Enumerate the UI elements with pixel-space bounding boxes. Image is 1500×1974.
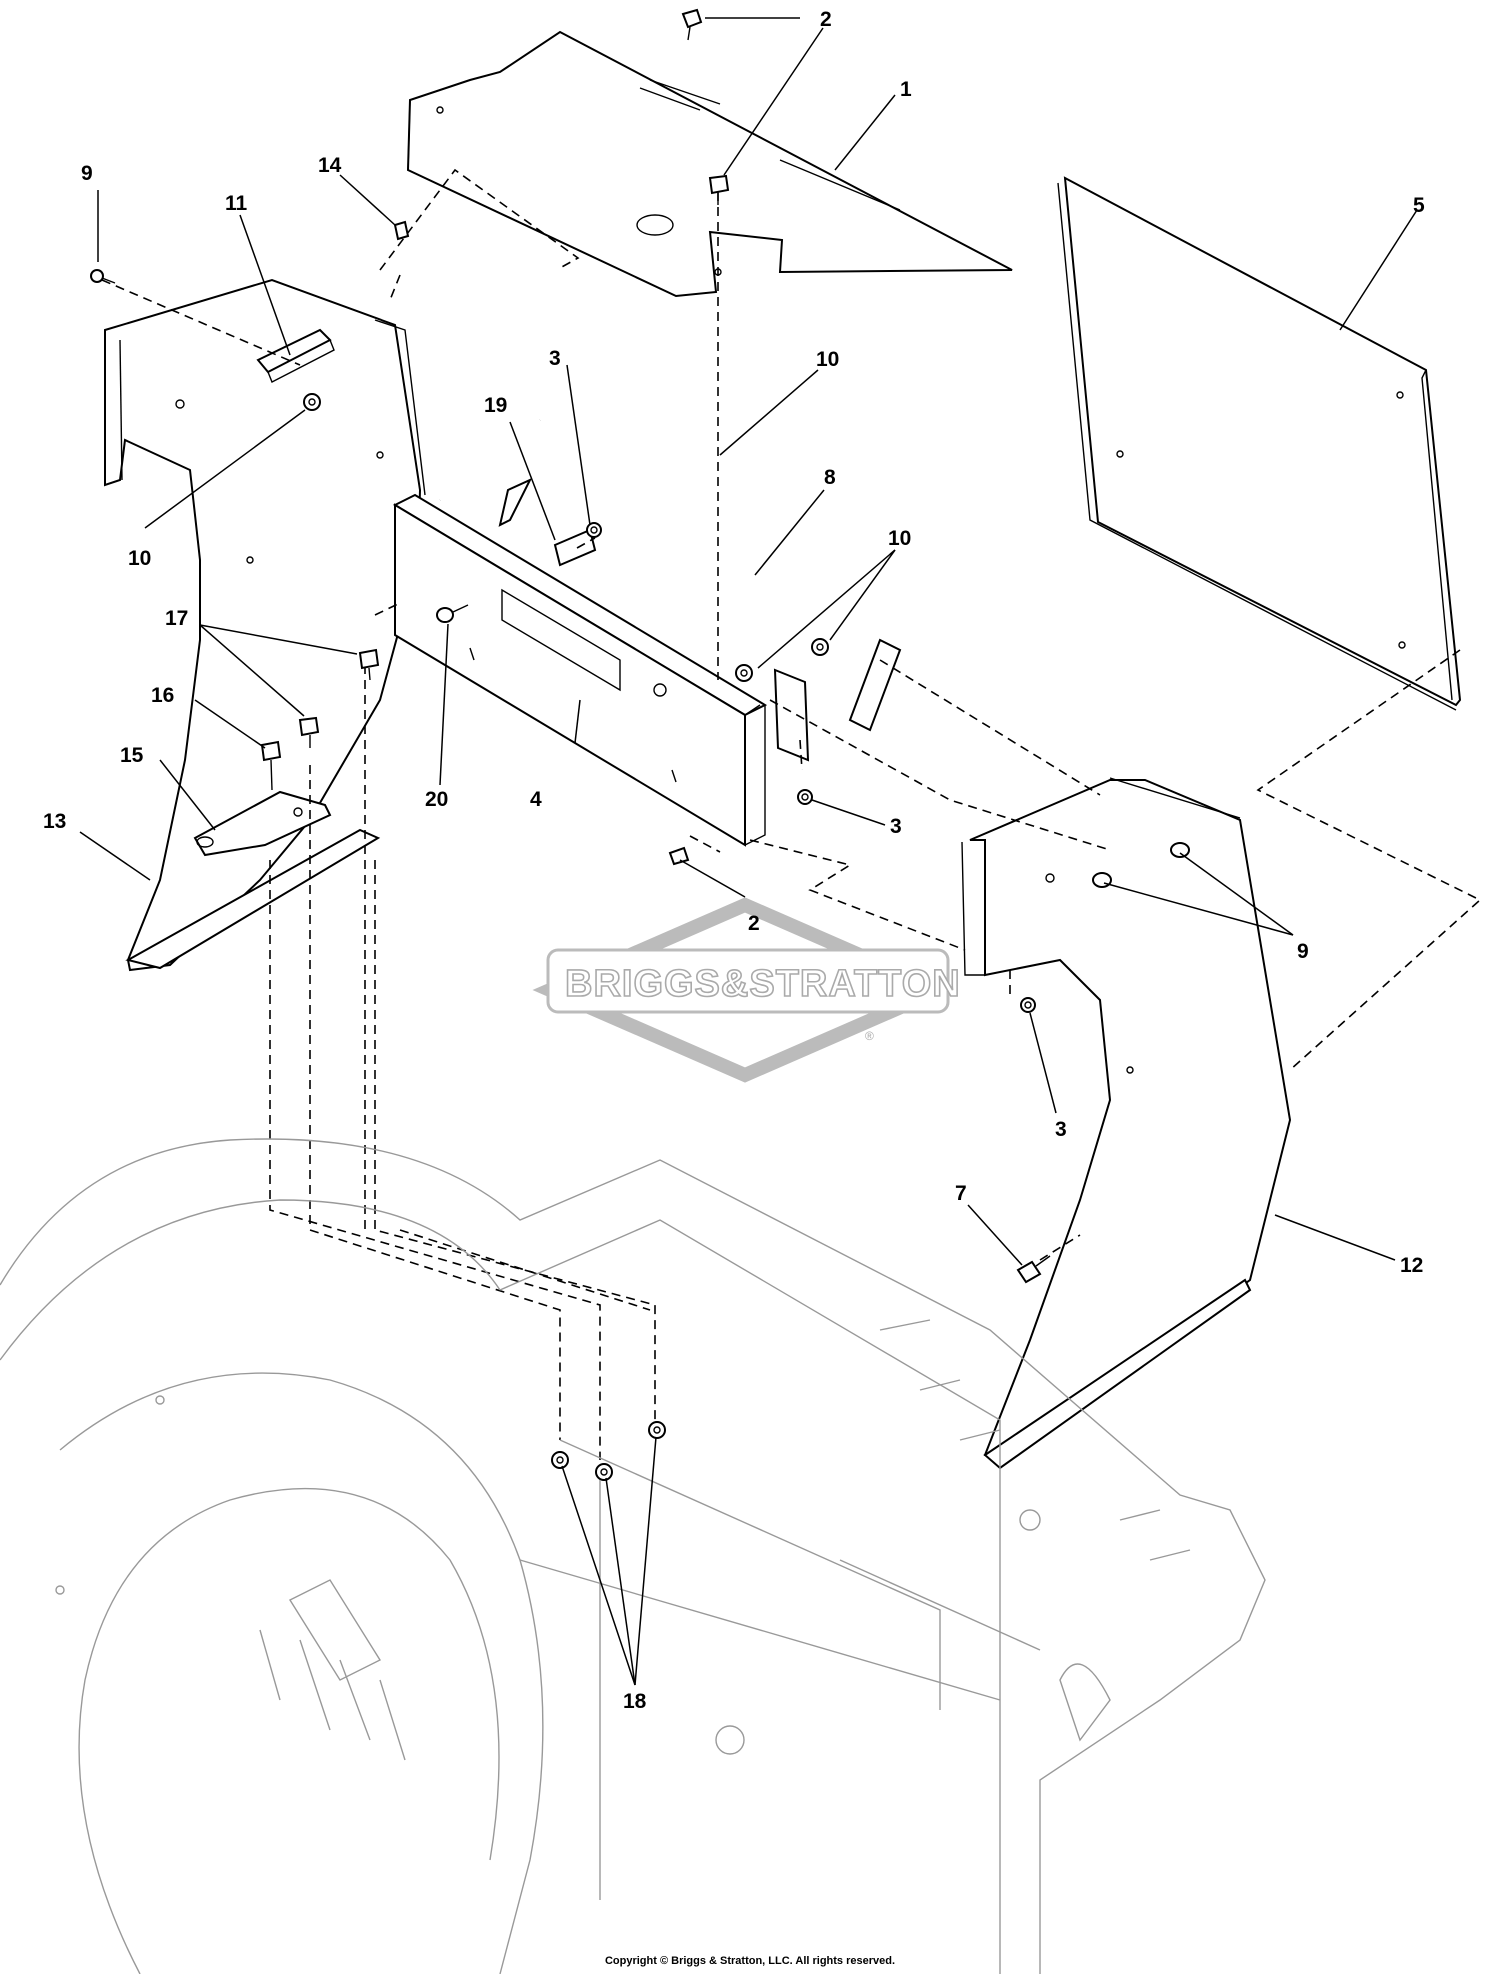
label-part-20: 20 [425,788,448,811]
bolt-17-b [298,716,320,748]
watermark-brand: BRIGGS&STRATTON [565,963,961,1005]
label-part-1: 1 [900,78,912,101]
bolt-16 [260,740,282,791]
nut-3-front [797,789,813,805]
part-labels: 2 1 5 9 11 14 10 3 19 8 10 10 17 16 15 1… [43,8,1425,1713]
nuts-18 [551,1421,666,1481]
briggs-stratton-watermark: BRIGGS&STRATTON ® [532,897,961,1083]
label-part-3-front: 3 [890,815,902,838]
label-part-3-right: 3 [1055,1118,1067,1141]
label-part-15: 15 [120,744,144,767]
nut-10-b [811,638,829,656]
label-part-19: 19 [484,394,507,417]
bolt-17-a [358,648,380,681]
leader-lines [79,17,1418,1686]
tube-handles [434,390,902,762]
label-part-9-right: 9 [1297,940,1309,963]
blower-housing-base [0,1138,1266,1974]
label-part-3-top: 3 [549,347,561,370]
label-part-11: 11 [225,192,248,215]
top-cover-plate [406,30,1013,298]
label-part-4: 4 [530,788,542,811]
mounting-plate [193,790,332,857]
left-side-bracket [104,278,426,972]
screw-9-left [90,269,116,284]
nut-10-a [735,664,753,682]
carriage-bolt-20 [436,604,469,623]
nut-3-right [1020,997,1036,1013]
label-part-5: 5 [1413,194,1425,217]
label-part-16: 16 [151,684,174,707]
label-part-8: 10 [816,348,839,371]
alignment-lines [101,168,1482,1460]
label-part-6: 7 [955,1182,967,1205]
label-part-12: 12 [1400,1254,1423,1277]
label-part-2-top: 2 [820,8,832,31]
label-part-17: 17 [165,607,188,630]
right-side-bracket [961,777,1292,1470]
label-part-18: 18 [623,1690,647,1713]
watermark-registered-mark: ® [865,1029,874,1043]
nut-10-left [303,393,321,411]
label-part-2-lower: 2 [748,912,760,935]
label-part-7: 8 [824,466,836,489]
front-panel [392,493,768,847]
label-part-14: 14 [318,154,342,177]
bolt-6 [1016,1255,1051,1284]
label-part-10-right: 10 [888,527,911,550]
spacer-14 [393,220,410,241]
screw-2-lower [668,846,690,866]
copyright-notice: Copyright © Briggs & Stratton, LLC. All … [604,1955,896,1967]
screw-2-mid [708,174,730,205]
screw-2-top [681,8,703,41]
screw-9-right-a [1170,842,1190,858]
label-part-10-left: 10 [128,547,151,570]
fasteners [90,8,1190,1481]
nut-3-handle [586,522,602,538]
clamp [553,528,597,567]
small-latch-bracket [256,328,335,383]
label-part-13: 13 [43,810,66,833]
label-part-9-left: 9 [81,162,93,185]
side-panel [1057,176,1462,711]
